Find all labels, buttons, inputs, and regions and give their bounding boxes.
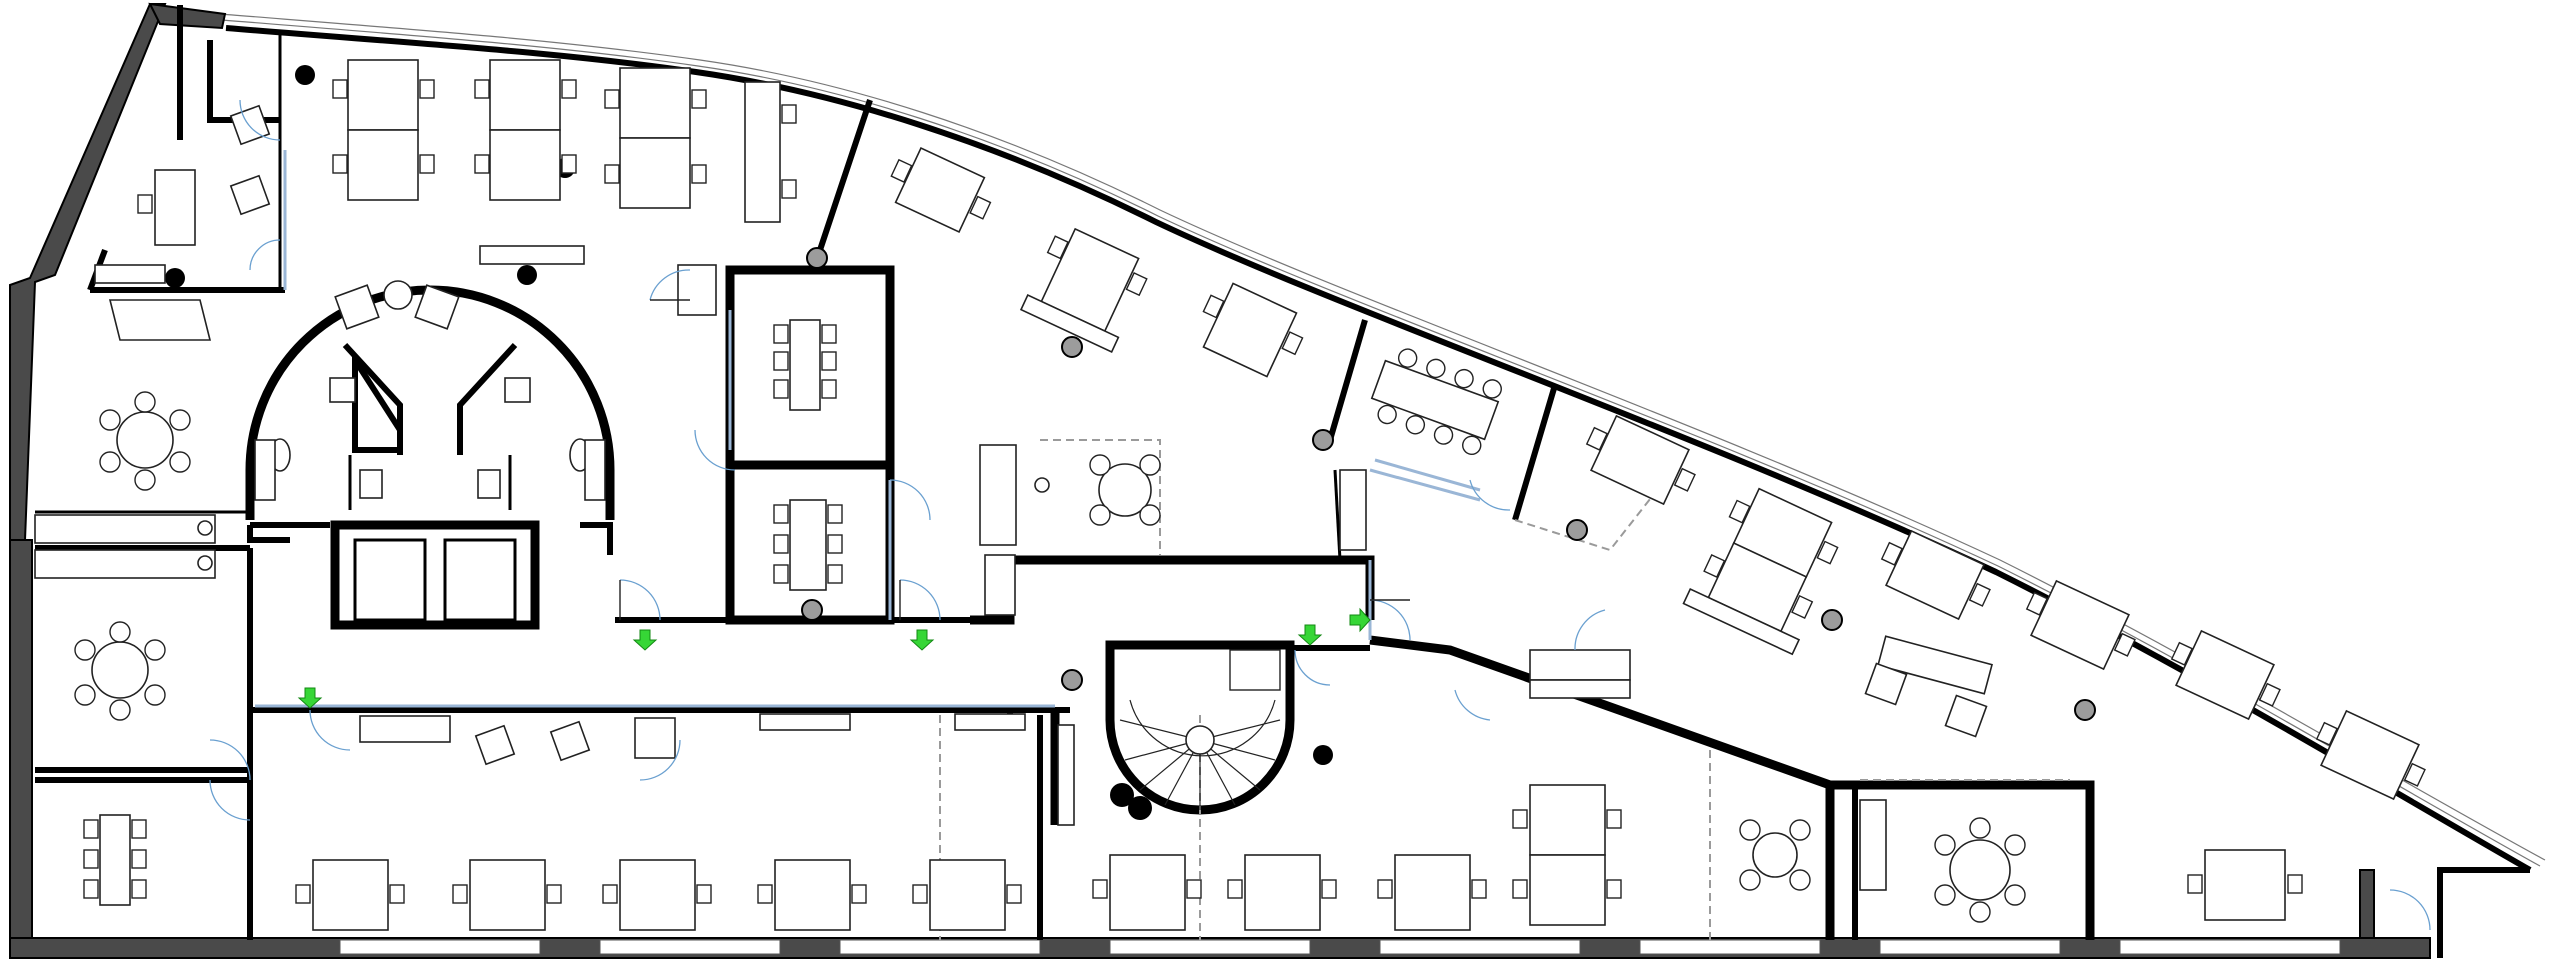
interior-walls [35,5,2095,940]
desks-north [332,59,1304,378]
column-icon [1313,745,1333,765]
toilet-icon [359,469,383,499]
column-icon [517,265,537,285]
spiral-stair-icon [1119,649,1281,810]
desks-south [295,713,1622,931]
meeting-tables [74,319,2026,923]
furniture-west [34,104,1367,616]
south-windows [339,939,2341,955]
column-icon [295,65,315,85]
toilet-icon [504,377,531,403]
toilet-icon [329,377,356,403]
wc-fixtures [254,377,1887,891]
column-icon [2074,699,2096,721]
column-icon [1061,669,1083,691]
column-icon [1821,609,1843,631]
sink-icon [1034,477,1050,493]
toilet-icon [477,469,501,499]
column-icon [1312,429,1334,451]
door-swing-icon [209,99,2431,931]
column-icon [806,247,828,269]
glass-partitions [255,150,1481,708]
column-icon [1061,336,1083,358]
column-icon [165,268,185,288]
plant-icon [1110,783,1152,820]
column-icon [801,599,823,621]
column-icon [1566,519,1588,541]
desks-east [1529,414,2426,921]
columns [165,65,2096,765]
exit-arrow-icon [297,607,1371,709]
